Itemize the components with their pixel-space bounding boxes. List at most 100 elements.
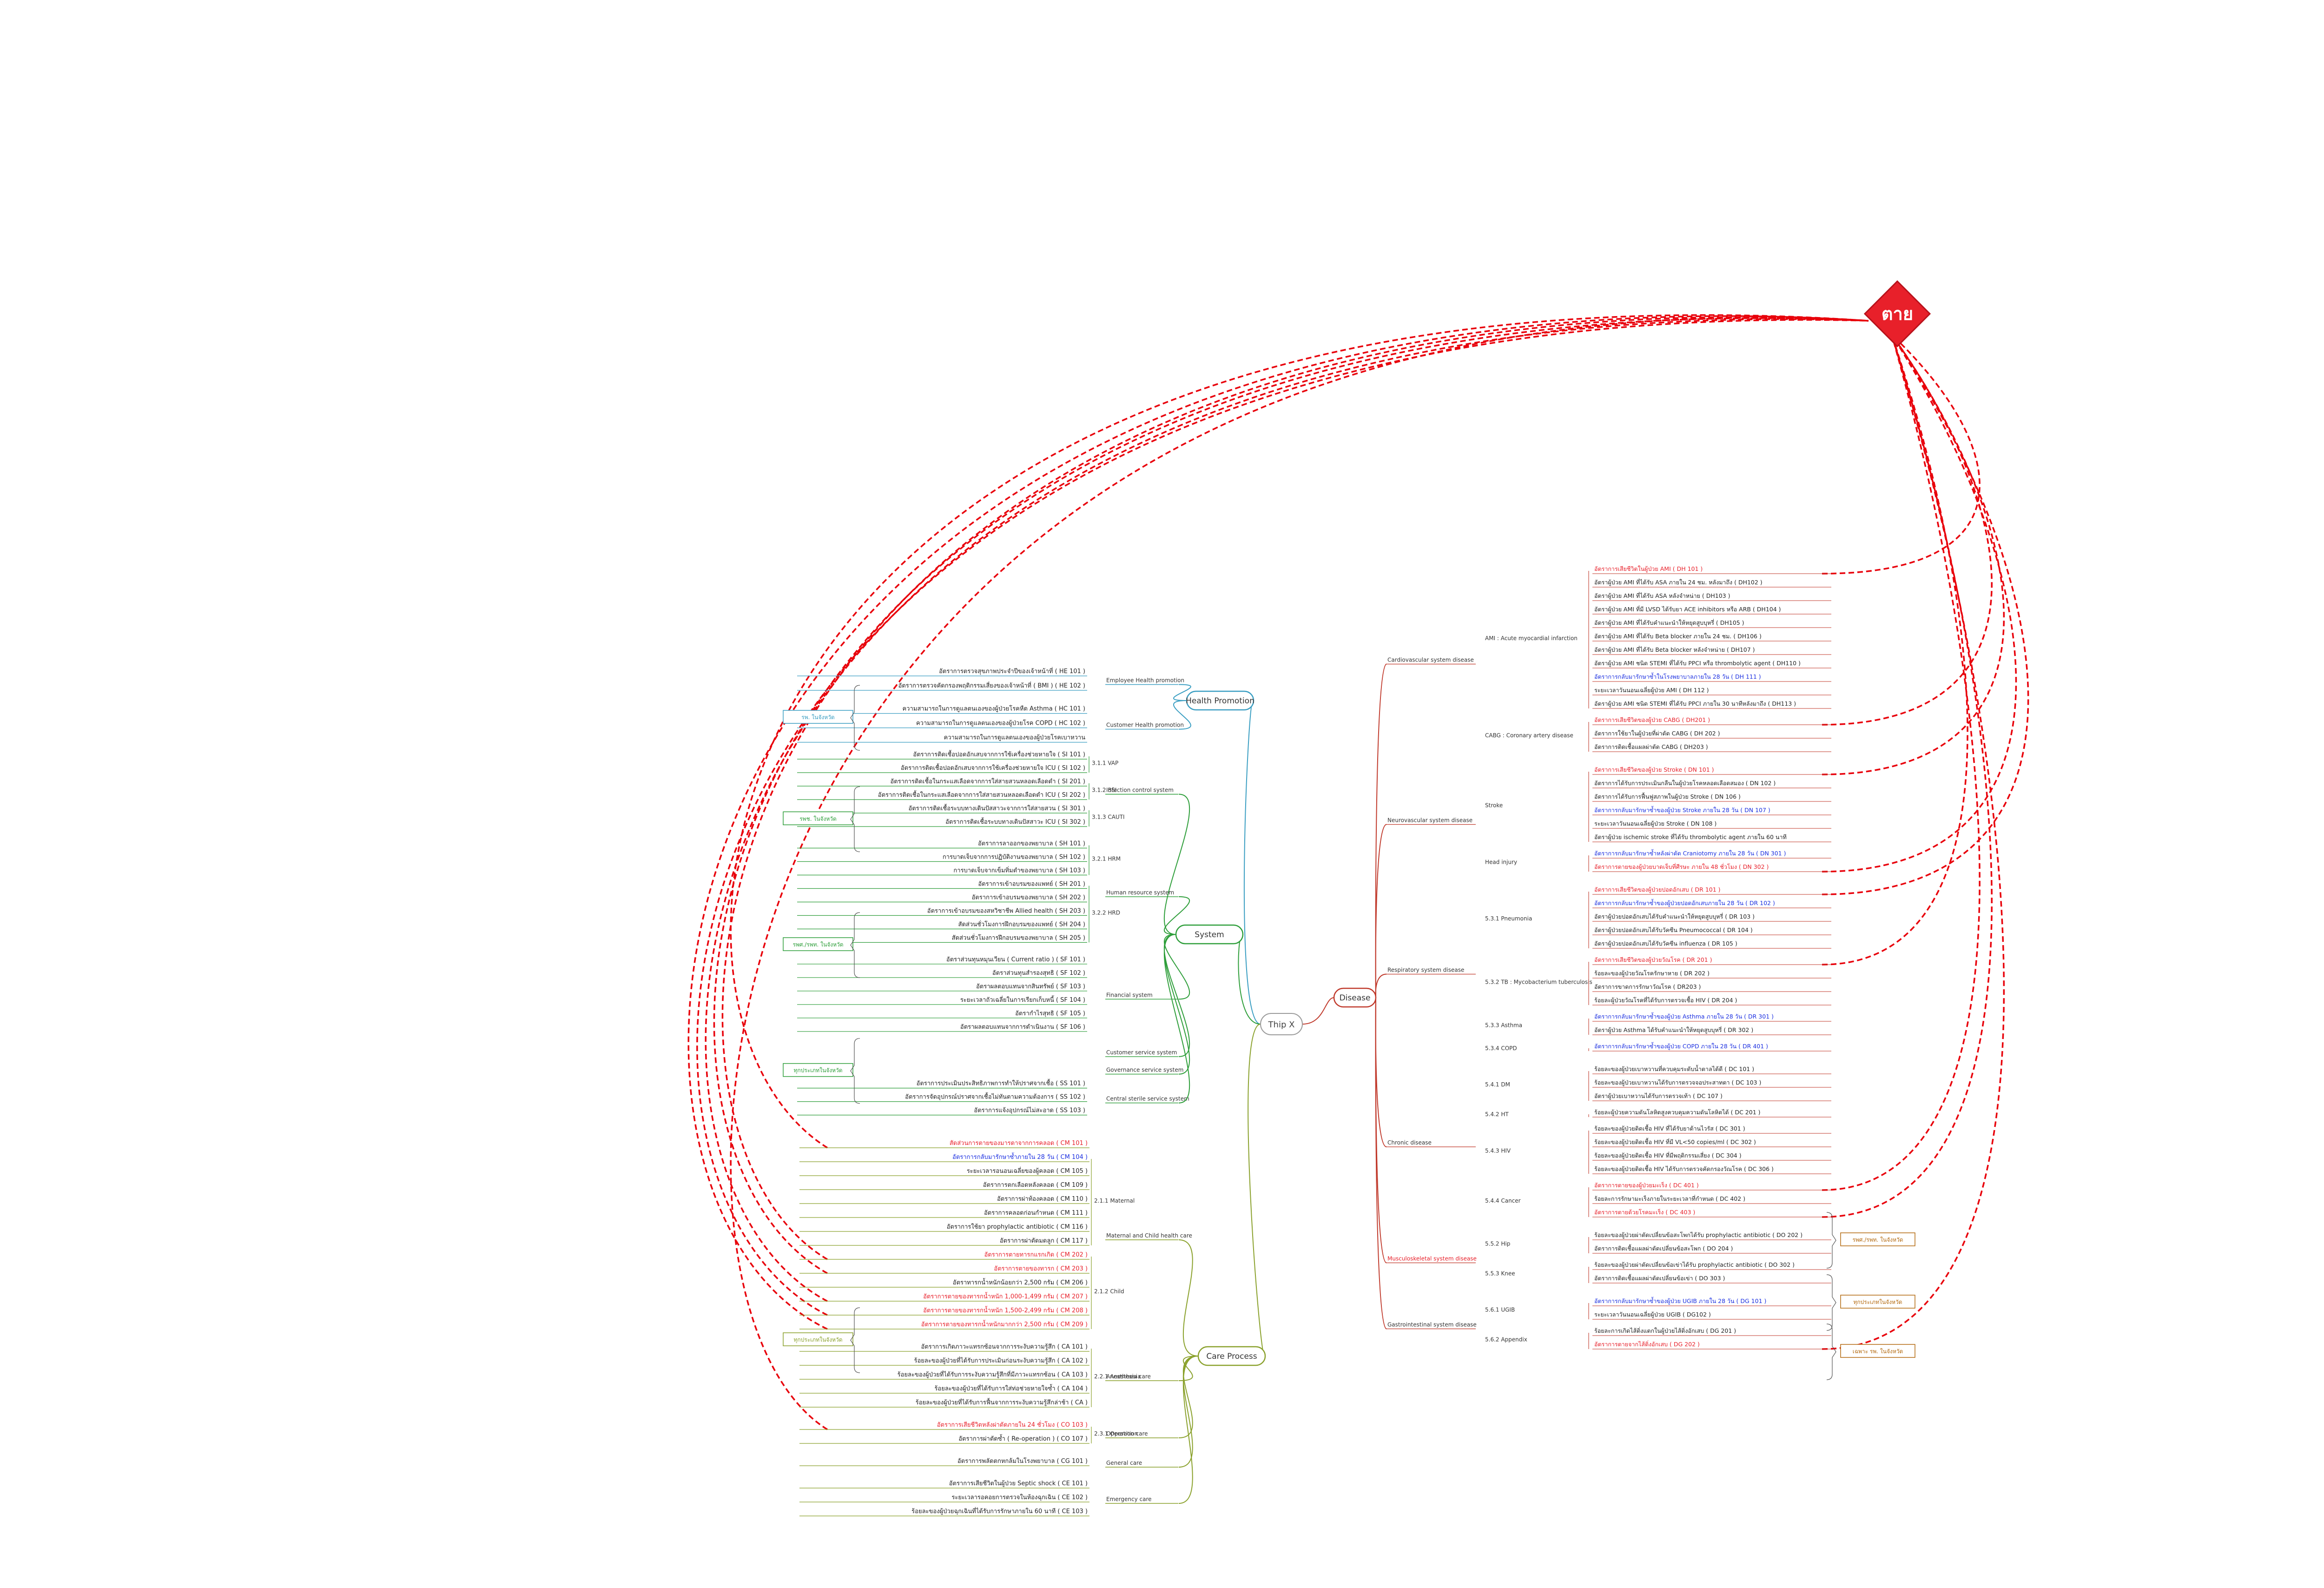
indicator-leaf[interactable]: อัตราการตายจากไส้ติ่งอักเสบ ( DG 202 ) [1594, 1340, 1700, 1348]
subtopic-label[interactable]: Employee Health promotion [1106, 677, 1184, 684]
indicator-leaf[interactable]: ระยะเวลารอคอยการตรวจในห้องฉุกเฉิน ( CE 1… [951, 1494, 1088, 1501]
indicator-leaf[interactable]: ร้อยละของผู้ป่วยเบาหวานที่ควบคุมระดับน้ำ… [1594, 1065, 1754, 1073]
indicator-leaf[interactable]: อัตราการจัดอุปกรณ์ปราศจากเชื้อไม่ทันตามค… [905, 1092, 1085, 1101]
indicator-leaf[interactable]: อัตราการตายของทารก ( CM 203 ) [994, 1265, 1088, 1272]
indicator-leaf[interactable]: อัตราผู้ป่วย AMI ที่ได้รับ Beta blocker … [1594, 632, 1762, 640]
indicator-leaf[interactable]: อัตราส่วนทุนสำรองสุทธิ ( SF 102 ) [992, 970, 1085, 977]
indicator-leaf[interactable]: อัตราผู้ป่วยเบาหวานได้รับการตรวจเท้า ( D… [1594, 1092, 1723, 1100]
indicator-leaf[interactable]: สัดส่วนการตายของมารดาจากการคลอด ( CM 101… [950, 1140, 1088, 1147]
indicator-leaf[interactable]: อัตราการผ่าท้องคลอด ( CM 110 ) [997, 1196, 1088, 1203]
indicator-leaf[interactable]: ระยะเวลาวันนอนเฉลี่ยผู้ป่วย AMI ( DH 112… [1594, 686, 1709, 694]
subtopic-label[interactable]: Customer service system [1106, 1049, 1177, 1056]
subtopic-label[interactable]: Emergency care [1106, 1496, 1152, 1502]
branch-care[interactable]: Care Process สัดส่วนการตายของมารดาจากการค… [783, 1024, 1266, 1516]
indicator-leaf[interactable]: อัตราผู้ป่วยปอดอักเสบได้รับคำแนะนำให้หยุ… [1594, 913, 1755, 920]
indicator-leaf[interactable]: อัตราการผ่าตัดมดลูก ( CM 117 ) [1000, 1237, 1088, 1244]
subtopic-label[interactable]: Central sterile service system [1106, 1096, 1189, 1102]
indicator-leaf[interactable]: อัตราการกลับมารักษาซ้ำภายใน 28 วัน ( CM … [952, 1152, 1088, 1161]
indicator-leaf[interactable]: อัตราผู้ป่วยปอดอักเสบได้รับวัคซีน influe… [1594, 940, 1737, 947]
subtopic-label[interactable]: Musculoskeletal system disease [1387, 1256, 1477, 1262]
indicator-leaf[interactable]: อัตราการตายของผู้ป่วยบาดเจ็บที่ศีรษะ ภาย… [1594, 863, 1769, 871]
indicator-leaf[interactable]: อัตราการตายของทารกน้ำหนักมากกว่า 2,500 ก… [921, 1320, 1088, 1328]
indicator-leaf[interactable]: อัตราการกลับมารักษาซ้ำในโรงพยาบาลภายใน 2… [1594, 672, 1761, 680]
branch-health[interactable]: Health Promotionอัตราการตรวจสุขภาพประจำป… [783, 667, 1261, 1025]
indicator-leaf[interactable]: ร้อยละการรักษามะเร็งภายในระยะเวลาที่กำหน… [1594, 1195, 1745, 1202]
indicator-leaf[interactable]: ร้อยละของผู้ป่วยที่ได้รับการฟื้นจากการระ… [916, 1398, 1088, 1406]
indicator-leaf[interactable]: ความสามารถในการดูแลตนเองของผู้ป่วยโรคหืด… [902, 705, 1085, 713]
indicator-leaf[interactable]: ร้อยละของผู้ป่วยติดเชื้อ HIV ที่มี VL<50… [1594, 1138, 1756, 1146]
indicator-leaf[interactable]: ความสามารถในการดูแลตนเองของผู้ป่วยโรค CO… [916, 720, 1085, 727]
subtopic-label[interactable]: Maternal and Child health care [1106, 1232, 1192, 1239]
indicator-leaf[interactable]: อัตราการติดเชื้อแผลผ่าตัด CABG ( DH203 ) [1594, 742, 1708, 750]
indicator-leaf[interactable]: อัตราการติดเชื้อแผลผ่าตัดเปลี่ยนข้อเข่า … [1594, 1274, 1725, 1282]
indicator-leaf[interactable]: อัตราผู้ป่วย AMI ที่มี LVSD ได้รับยา ACE… [1594, 605, 1781, 613]
indicator-leaf[interactable]: อัตราการเสียชีวิตของผู้ป่วยวัณโรค ( DR 2… [1594, 956, 1712, 964]
indicator-leaf[interactable]: อัตราผู้ป่วย AMI ชนิด STEMI ที่ได้รับ PP… [1594, 659, 1801, 667]
indicator-leaf[interactable]: ร้อยละการเกิดไส้ติ่งแตกในผู้ป่วยไส้ติ่งอ… [1594, 1327, 1736, 1335]
indicator-leaf[interactable]: อัตราการเข้าอบรมของแพทย์ ( SH 201 ) [978, 880, 1085, 887]
subtopic-label[interactable]: Cardiovascular system disease [1387, 657, 1474, 663]
subtopic-label[interactable]: Financial system [1106, 992, 1153, 998]
indicator-leaf[interactable]: ร้อยละของผู้ป่วยที่ได้รับการใส่ท่อช่วยหา… [934, 1384, 1088, 1392]
indicator-leaf[interactable]: อัตราการติดเชื้อในกระแสเลือดจากการใส่สาย… [890, 777, 1085, 785]
indicator-leaf[interactable]: อัตราการเสียชีวิตของผู้ป่วยปอดอักเสบ ( D… [1594, 886, 1721, 893]
branch-node-disease[interactable]: Disease [1333, 987, 1377, 1008]
indicator-leaf[interactable]: อัตราการประเมินประสิทธิภาพการทำให้ปราศจา… [917, 1079, 1085, 1087]
indicator-leaf[interactable]: อัตราการตายของทารกน้ำหนัก 1,500-2,499 กร… [923, 1306, 1088, 1314]
indicator-leaf[interactable]: อัตราการเสียชีวิตของผู้ป่วย Stroke ( DN … [1594, 766, 1714, 774]
indicator-leaf[interactable]: ร้อยละของผู้ป่วยผ่าตัดเปลี่ยนข้อเข่าได้ร… [1594, 1261, 1795, 1269]
subtopic-label[interactable]: Anesthesia care [1106, 1373, 1151, 1380]
indicator-leaf[interactable]: อัตราการเสียชีวิตหลังผ่าตัดภายใน 24 ชั่ว… [937, 1421, 1088, 1429]
indicator-leaf[interactable]: ร้อยละของผู้ป่วยวัณโรครักษาหาย ( DR 202 … [1594, 970, 1710, 977]
indicator-leaf[interactable]: สัดส่วนชั่วโมงการฝึกอบรมของพยาบาล ( SH 2… [952, 933, 1085, 941]
subtopic-label[interactable]: Human resource system [1106, 889, 1174, 896]
indicator-leaf[interactable]: ระยะเวลาถัวเฉลี่ยในการเรียกเก็บหนี้ ( SF… [960, 995, 1085, 1004]
indicator-leaf[interactable]: อัตราผู้ป่วยปอดอักเสบได้รับวัคซีน Pneumo… [1594, 926, 1753, 934]
indicator-leaf[interactable]: อัตราการคลอดก่อนกำหนด ( CM 111 ) [984, 1210, 1088, 1217]
indicator-leaf[interactable]: อัตราการตรวจคัดกรองพฤติกรรมเสี่ยงของเจ้า… [898, 682, 1085, 689]
indicator-leaf[interactable]: อัตราการเข้าอบรมของพยาบาล ( SH 202 ) [972, 894, 1086, 901]
subtopic-label[interactable]: General care [1106, 1460, 1142, 1466]
indicator-leaf[interactable]: ร้อยละของผู้ป่วยติดเชื้อ HIV ได้รับการตร… [1594, 1165, 1774, 1173]
indicator-leaf[interactable]: อัตราการลาออกของพยาบาล ( SH 101 ) [978, 840, 1085, 847]
indicator-leaf[interactable]: ร้อยละของผู้ป่วยเบาหวานได้รับการตรวจจอปร… [1594, 1079, 1761, 1086]
indicator-leaf[interactable]: การบาดเจ็บจากเข็มทิ่มตำของพยาบาล ( SH 10… [953, 866, 1085, 874]
indicator-leaf[interactable]: อัตราการติดเชื้อปอดอักเสบจากการใช้เครื่อ… [913, 750, 1085, 758]
indicator-leaf[interactable]: สัดส่วนชั่วโมงการฝึกอบรมของแพทย์ ( SH 20… [958, 920, 1085, 928]
indicator-leaf[interactable]: อัตราการตายทารกแรกเกิด ( CM 202 ) [984, 1251, 1088, 1258]
indicator-leaf[interactable]: อัตราการเสียชีวิตในผู้ป่วย Septic shock … [949, 1480, 1088, 1487]
indicator-leaf[interactable]: อัตราผู้ป่วย ischemic stroke ที่ได้รับ t… [1594, 833, 1787, 841]
indicator-leaf[interactable]: ร้อยละของผู้ป่วยติดเชื้อ HIV ที่มีพฤติกร… [1594, 1151, 1742, 1159]
indicator-leaf[interactable]: อัตราการตายของทารกน้ำหนัก 1,000-1,499 กร… [923, 1292, 1088, 1300]
indicator-leaf[interactable]: ระยะเวลาวันนอนเฉลี่ยผู้ป่วย Stroke ( DN … [1594, 820, 1717, 827]
central-topic[interactable]: Thip X [1260, 1013, 1303, 1035]
indicator-leaf[interactable]: อัตราส่วนทุนหมุนเวียน ( Current ratio ) … [946, 956, 1085, 963]
indicator-leaf[interactable]: อัตราการเสียชีวิตของผู้ป่วย CABG ( DH201… [1594, 716, 1710, 724]
indicator-leaf[interactable]: ระยะเวลาวันนอนเฉลี่ยผู้ป่วย UGIB ( DG102… [1594, 1310, 1711, 1318]
indicator-leaf[interactable]: อัตราการตายของผู้ป่วยมะเร็ง ( DC 401 ) [1594, 1182, 1699, 1189]
indicator-leaf[interactable]: อัตราผู้ป่วย AMI ที่ได้รับ ASA ภายใน 24 … [1594, 578, 1763, 586]
indicator-leaf[interactable]: อัตราผู้ป่วย AMI ชนิด STEMI ที่ได้รับ PP… [1594, 700, 1796, 708]
branch-node-system[interactable]: System [1175, 924, 1244, 945]
branch-node-care[interactable]: Care Process [1197, 1346, 1266, 1366]
subtopic-label[interactable]: Infection control system [1106, 787, 1174, 794]
indicator-leaf[interactable]: อัตราผู้ป่วย AMI ที่ได้รับคำแนะนำให้หยุด… [1594, 619, 1744, 627]
indicator-leaf[interactable]: อัตราการกลับมารักษาซ้ำของผู้ป่วย UGIB ภา… [1594, 1297, 1766, 1305]
indicator-leaf[interactable]: อัตราการกลับมารักษาซ้ำของผู้ป่วยปอดอักเส… [1594, 899, 1775, 907]
indicator-leaf[interactable]: อัตราการแจ้งอุปกรณ์ไม่สะอาด ( SS 103 ) [974, 1107, 1085, 1114]
indicator-leaf[interactable]: อัตราการกลับมารักษาซ้ำหลังผ่าตัด Craniot… [1594, 849, 1786, 857]
indicator-leaf[interactable]: อัตราผลตอบแทนจากสินทรัพย์ ( SF 103 ) [976, 983, 1085, 990]
indicator-leaf[interactable]: อัตราการตรวจสุขภาพประจำปีของเจ้าหน้าที่ … [939, 667, 1085, 675]
indicator-leaf[interactable]: อัตราการผ่าตัดซ้ำ ( Re-operation ) ( CO … [958, 1434, 1088, 1442]
indicator-leaf[interactable]: ร้อยละของผู้ป่วยติดเชื้อ HIV ที่ได้รับยา… [1594, 1124, 1745, 1132]
subtopic-label[interactable]: Customer Health promotion [1106, 722, 1184, 728]
indicator-leaf[interactable]: ร้อยละของผู้ป่วยผ่าตัดเปลี่ยนข้อสะโพกได้… [1594, 1231, 1802, 1239]
subtopic-label[interactable]: Governance service system [1106, 1067, 1183, 1073]
indicator-leaf[interactable]: ร้อยละผู้ป่วยวัณโรคที่ได้รับการตรวจเชื้อ… [1594, 996, 1737, 1004]
indicator-leaf[interactable]: ร้อยละของผู้ป่วยฉุกเฉินที่ได้รับการรักษา… [911, 1507, 1088, 1515]
indicator-leaf[interactable]: อัตราการได้รับการฟื้นฟูสภาพในผู้ป่วย Str… [1594, 792, 1741, 801]
indicator-leaf[interactable]: อัตราการติดเชื้อระบบทางเดินปัสสาวะ ICU (… [945, 817, 1085, 826]
indicator-leaf[interactable]: อัตราการกลับมารักษาซ้ำของผู้ป่วย Stroke … [1594, 806, 1770, 814]
subtopic-label[interactable]: Gastrointestinal system disease [1387, 1322, 1477, 1328]
